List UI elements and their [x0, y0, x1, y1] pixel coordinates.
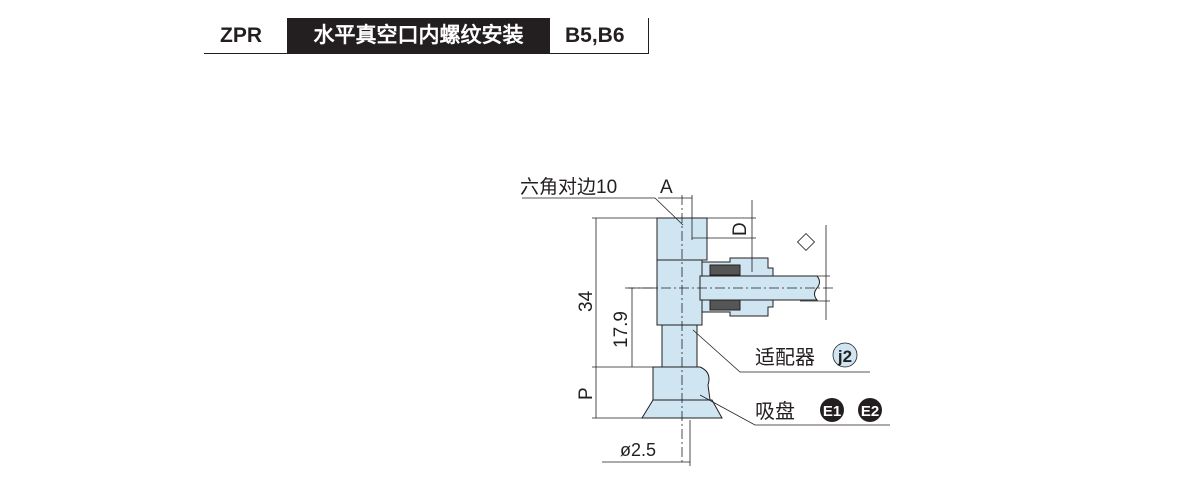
model-label: B5,B6 — [565, 24, 625, 47]
pad-cone — [641, 399, 723, 419]
stem — [661, 324, 698, 368]
dim-34: 34 — [576, 290, 597, 312]
main-body — [656, 259, 703, 326]
header-end-line — [648, 18, 649, 53]
hex-label: 六角对边10 — [520, 176, 617, 198]
dim-17-9: 17.9 — [611, 311, 632, 348]
dim-diameter: ø2.5 — [620, 440, 656, 460]
fitting-collet-top — [709, 264, 741, 276]
fitting-collet-bottom — [709, 299, 741, 311]
header-divider — [204, 53, 649, 54]
adapter-ref: j2 — [837, 347, 852, 366]
pad-ref-1-badge — [820, 398, 844, 422]
dim-d: D — [730, 222, 751, 236]
pad-label: 吸盘 — [755, 400, 795, 423]
dim-p: P — [576, 387, 597, 400]
adapter-label: 适配器 — [755, 346, 815, 369]
series-label: ZPR — [220, 24, 262, 47]
pad-neck — [652, 366, 711, 401]
section-title: 水平真空口内螺纹安装 — [287, 18, 550, 53]
adapter-ref-badge — [832, 342, 858, 368]
pad-ref-1: E1 — [823, 403, 841, 420]
dim-a: A — [660, 177, 673, 198]
pad-ref-2-badge — [858, 398, 882, 422]
part-bodies — [641, 217, 820, 419]
pad-ref-2: E2 — [861, 403, 879, 420]
center-lines — [625, 195, 835, 462]
diamond-symbol-icon — [796, 232, 816, 252]
dimension-lines — [522, 195, 890, 466]
